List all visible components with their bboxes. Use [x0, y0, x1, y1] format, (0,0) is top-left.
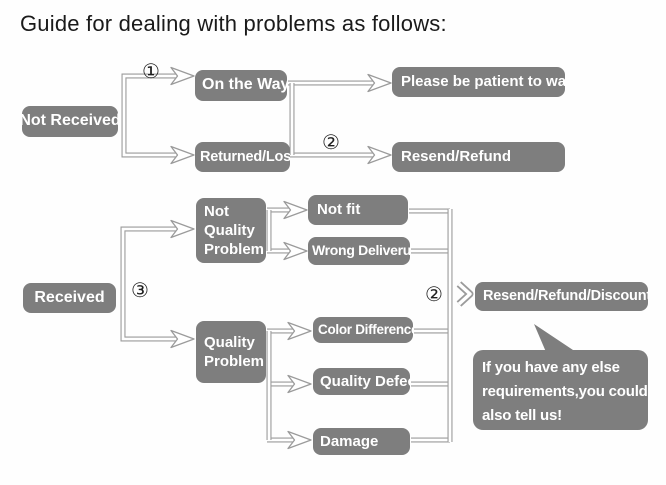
- node-color-difference: Color Difference: [313, 317, 413, 343]
- speech-bubble: If you have any else requirements,you co…: [473, 350, 648, 430]
- node-on-the-way: On the Way: [195, 70, 287, 101]
- node-not-fit: Not fit: [308, 195, 408, 225]
- node-received: Received: [23, 283, 116, 313]
- page-title: Guide for dealing with problems as follo…: [20, 11, 447, 36]
- node-resend-refund: Resend/Refund: [392, 142, 565, 172]
- step-badge-3: ③: [131, 278, 149, 302]
- connector-not-quality-items: [266, 207, 291, 254]
- node-returned-lost: Returned/Lost: [195, 142, 290, 172]
- node-not-quality-problem: Not Quality Problem: [196, 198, 266, 263]
- step-badge-2-bottom: ②: [425, 282, 443, 306]
- step-badge-1: ①: [142, 59, 160, 83]
- step-badge-2-top: ②: [322, 130, 340, 154]
- node-quality-defect: Quality Defect: [313, 368, 410, 395]
- connector-quality-items: [266, 328, 295, 443]
- node-quality-problem: Quality Problem: [196, 321, 266, 383]
- connector-not-received-branches: [121, 73, 178, 158]
- node-wrong-deliveru: Wrong Deliveru: [308, 237, 410, 265]
- node-not-received: Not Received: [22, 106, 118, 137]
- note-line-2: requirements,you could: [482, 383, 648, 400]
- note-line-3: also tell us!: [482, 407, 562, 424]
- node-damage: Damage: [313, 428, 410, 455]
- connector-merge-rail: [409, 208, 453, 443]
- speech-bubble-tail: [534, 324, 576, 352]
- node-resend-refund-discount: Resend/Refund/Discount: [475, 282, 648, 311]
- note-line-1: If you have any else: [482, 359, 620, 376]
- node-be-patient: Please be patient to wait: [392, 67, 565, 97]
- chevron-icon: [456, 281, 474, 307]
